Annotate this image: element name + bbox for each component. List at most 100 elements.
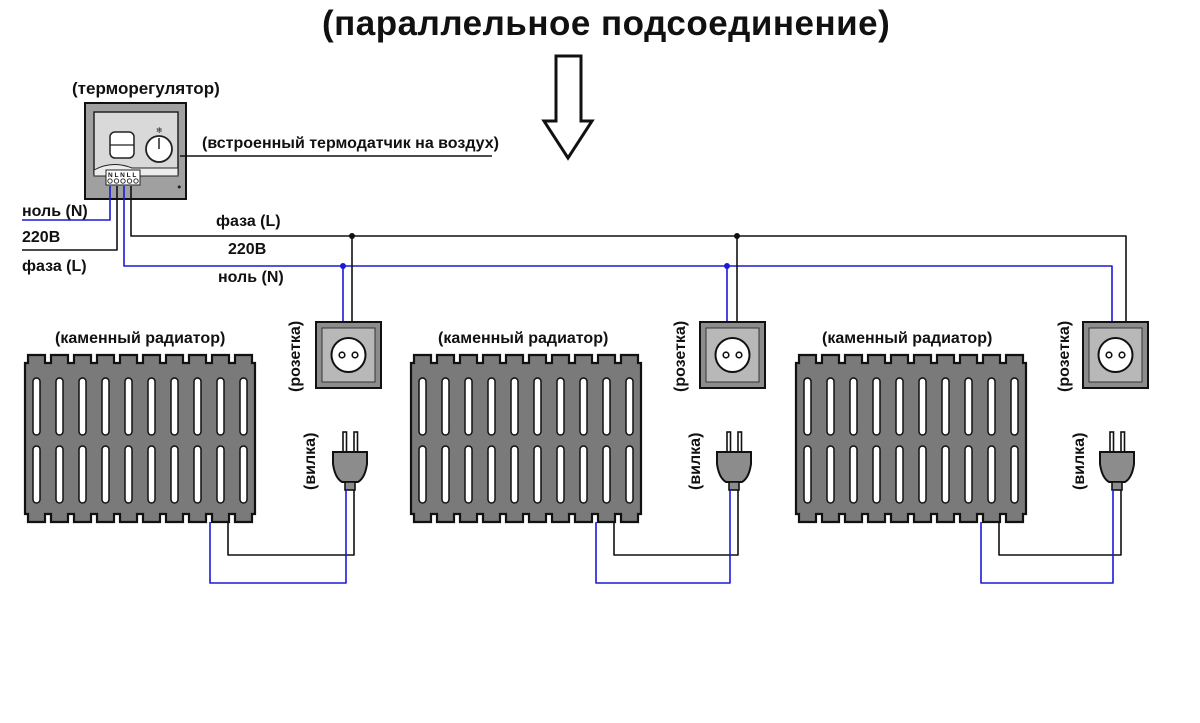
plug-pin	[353, 431, 359, 453]
plug-neck	[1111, 481, 1123, 491]
radiator-slot	[216, 445, 225, 504]
radiator-slot	[170, 445, 179, 504]
radiator-slot	[556, 445, 565, 504]
radiator-slot	[32, 445, 41, 504]
radiator-phase-cable	[227, 490, 355, 556]
radiator-slot	[803, 377, 812, 436]
bus-neutral-wire	[123, 186, 1113, 322]
socket-hole-icon	[1105, 351, 1113, 359]
socket-face-icon	[714, 337, 751, 373]
radiator-slot	[464, 377, 473, 436]
thermostat-label: (терморегулятор)	[72, 79, 220, 98]
radiator-slot	[1010, 445, 1019, 504]
plug-pin	[1120, 431, 1126, 453]
plug-body-icon	[716, 451, 752, 483]
radiator-slot	[625, 445, 634, 504]
plug-neck	[344, 481, 356, 491]
plug-neck	[728, 481, 740, 491]
junction-dot	[349, 233, 355, 239]
socket	[699, 321, 766, 389]
socket-face-icon	[330, 337, 367, 373]
radiator-slot	[602, 445, 611, 504]
radiator-slot	[602, 377, 611, 436]
radiator-slot	[78, 445, 87, 504]
radiator-slot	[193, 377, 202, 436]
radiator-phase-cable	[998, 490, 1122, 556]
socket	[315, 321, 382, 389]
radiator-phase-cable	[613, 490, 739, 556]
radiator-slot	[625, 377, 634, 436]
radiator-slot	[556, 377, 565, 436]
plug-label: (вилка)	[302, 432, 319, 490]
terminal-labels: N L N L L	[108, 172, 136, 179]
socket	[1082, 321, 1149, 389]
radiator-slot	[124, 445, 133, 504]
terminal-screw-icon	[133, 178, 139, 184]
radiator-slot	[849, 377, 858, 436]
snowflake-icon: ❄	[156, 126, 163, 135]
radiator-slot	[32, 377, 41, 436]
radiator-slot	[803, 445, 812, 504]
socket-label: (розетка)	[1056, 320, 1073, 392]
radiator-slot	[239, 445, 248, 504]
bus-phase-label: фаза (L)	[216, 213, 281, 230]
socket-hole-icon	[338, 351, 346, 359]
radiator-slot	[895, 445, 904, 504]
junction-dot	[340, 263, 346, 269]
bus-phase-wire	[130, 186, 1127, 322]
radiator-slot	[510, 445, 519, 504]
plug	[332, 431, 368, 491]
radiator-slot	[872, 377, 881, 436]
diagram-title: (параллельное подсоединение)	[322, 4, 891, 43]
thermostat: ❄•N L N L L	[84, 102, 187, 200]
socket-hole-icon	[1118, 351, 1126, 359]
radiator-slot	[170, 377, 179, 436]
radiator-slot	[826, 377, 835, 436]
radiator	[794, 353, 1028, 524]
radiator-slot	[918, 445, 927, 504]
radiator-slot	[78, 377, 87, 436]
radiator-slot	[147, 377, 156, 436]
radiator-slot	[987, 377, 996, 436]
radiator-slot	[487, 445, 496, 504]
terminal-screw-icon	[120, 178, 126, 184]
plug-pin	[737, 431, 743, 453]
radiator-slot	[941, 445, 950, 504]
socket-label: (розетка)	[287, 320, 304, 392]
radiator-slot	[464, 445, 473, 504]
radiator-slot	[918, 377, 927, 436]
radiator-slot	[239, 377, 248, 436]
supply-phase-label: фаза (L)	[22, 258, 87, 275]
radiator-slot	[147, 445, 156, 504]
radiator-slot	[101, 377, 110, 436]
plug-pin	[342, 431, 348, 453]
socket-label: (розетка)	[672, 320, 689, 392]
radiator-slot	[579, 377, 588, 436]
bus-voltage-label: 220В	[228, 241, 267, 258]
plug	[716, 431, 752, 491]
radiator-slot	[418, 445, 427, 504]
plug	[1099, 431, 1135, 491]
radiator-slot	[872, 445, 881, 504]
radiator-slot	[533, 445, 542, 504]
socket-hole-icon	[735, 351, 743, 359]
plug-body-icon	[1099, 451, 1135, 483]
supply-neutral-label: ноль (N)	[22, 203, 88, 220]
radiator-label: (каменный радиатор)	[55, 330, 226, 347]
radiator-slot	[55, 445, 64, 504]
socket-face-icon	[1097, 337, 1134, 373]
radiator-slot	[826, 445, 835, 504]
supply-phase-wire	[22, 186, 118, 251]
terminal-screw-icon	[113, 178, 120, 184]
radiator-slot	[941, 377, 950, 436]
radiator-slot	[579, 445, 588, 504]
radiator-slot	[418, 377, 427, 436]
radiator-slot	[487, 377, 496, 436]
supply-voltage-label: 220В	[22, 229, 61, 246]
radiator-slot	[964, 377, 973, 436]
supply-neutral-wire	[22, 186, 111, 221]
radiator-slot	[193, 445, 202, 504]
socket-hole-icon	[722, 351, 730, 359]
plug-label: (вилка)	[687, 432, 704, 490]
